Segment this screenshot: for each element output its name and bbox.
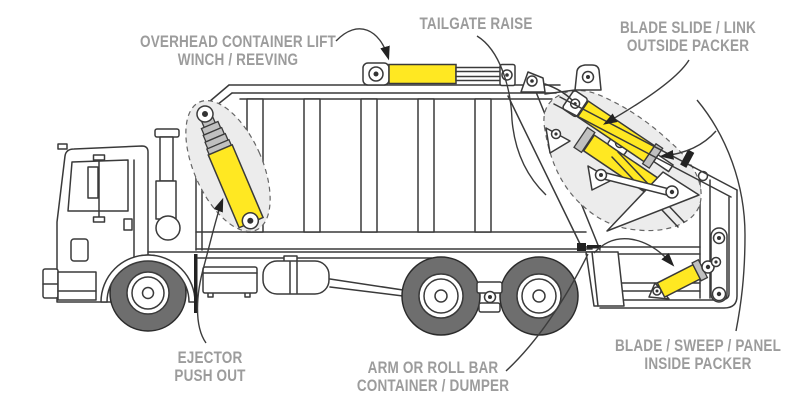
tailgate-beam	[520, 64, 738, 198]
body-rib	[303, 98, 321, 233]
packer-arm	[598, 172, 675, 196]
battery-box	[202, 266, 258, 294]
driveshaft	[329, 278, 404, 291]
sweep-cylinder	[648, 256, 722, 300]
body-rib	[474, 98, 492, 233]
leader-inside-packer	[696, 99, 746, 332]
roof-marker	[57, 143, 68, 150]
mud-flap	[194, 254, 198, 313]
leader-blade-slide-1	[602, 59, 690, 125]
air-tank	[155, 215, 181, 241]
label-line: INSIDE PACKER	[644, 355, 752, 374]
front-fender	[100, 254, 196, 303]
leader-overhead-lift	[335, 28, 390, 61]
label-line: WINCH / REEVING	[177, 51, 299, 70]
label-line: OVERHEAD CONTAINER LIFT	[140, 33, 336, 51]
cab-access-panel	[70, 238, 89, 262]
step-box	[57, 271, 97, 301]
hopper-slope	[507, 95, 584, 251]
front-wheel	[109, 254, 187, 332]
rear-panel	[585, 251, 625, 307]
label-line: ARM OR ROLL BAR	[367, 359, 499, 377]
label-blade-slide: BLADE SLIDE / LINK OUTSIDE PACKER	[620, 19, 756, 56]
door-handle	[123, 218, 133, 231]
beam-bracket	[680, 149, 695, 168]
leader-sweep-arrow	[593, 238, 675, 267]
truck-body	[195, 84, 601, 251]
label-arm-roll-bar: ARM OR ROLL BAR CONTAINER / DUMPER	[357, 359, 509, 396]
fuel-tank	[262, 260, 330, 295]
leader-lines	[196, 28, 746, 372]
rear-wheels	[401, 256, 579, 336]
label-blade-sweep: BLADE / SWEEP / PANEL INSIDE PACKER	[615, 337, 781, 374]
leader-arm-roll-bar	[505, 253, 589, 372]
leader-blade-slide-2	[659, 130, 717, 160]
mirror-glass	[87, 166, 99, 199]
chassis	[147, 251, 601, 298]
label-line: OUTSIDE PACKER	[626, 37, 750, 56]
latch	[577, 243, 586, 251]
label-ejector: EJECTOR PUSH OUT	[174, 349, 245, 386]
tailgate-raise-cylinder	[362, 62, 516, 87]
ejector-cylinder	[196, 105, 265, 230]
label-line: PUSH OUT	[174, 367, 246, 386]
label-line: EJECTOR	[177, 349, 243, 367]
body-rib	[417, 98, 435, 233]
leader-ejector	[196, 197, 224, 344]
label-tailgate-raise: TAILGATE RAISE	[419, 15, 532, 33]
leader-tailgate-raise	[476, 35, 547, 196]
label-line: TAILGATE RAISE	[419, 15, 533, 33]
label-line: CONTAINER / DUMPER	[356, 377, 510, 396]
exhaust-stack	[154, 128, 181, 241]
label-overhead-lift: OVERHEAD CONTAINER LIFT WINCH / REEVING	[140, 33, 336, 70]
label-line: BLADE SLIDE / LINK	[619, 19, 757, 37]
body-rib	[360, 98, 378, 233]
label-line: BLADE / SWEEP / PANEL	[614, 337, 782, 355]
